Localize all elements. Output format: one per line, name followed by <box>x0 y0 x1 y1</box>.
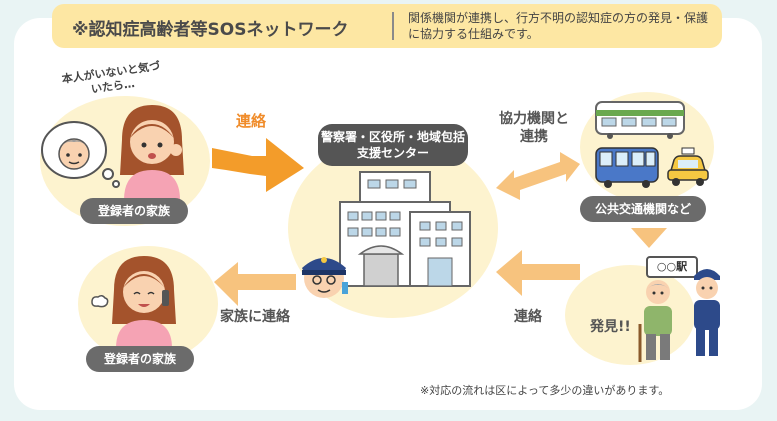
phone-woman-icon <box>112 256 176 348</box>
header-title: ※認知症高齢者等SOSネットワーク <box>72 20 349 40</box>
footnote: ※対応の流れは区によって多少の違いがあります。 <box>420 384 670 397</box>
station-staff-icon <box>694 269 720 356</box>
header-description: 関係機関が連携し、行方不明の認知症の方の発見・保護に協力する仕組みです。 <box>408 11 709 41</box>
train-icon <box>595 101 685 139</box>
worried-woman-icon <box>120 105 184 200</box>
arrow-transport-to-finder <box>631 228 667 248</box>
arrow-center-transport <box>496 152 580 200</box>
building-icon <box>339 171 471 287</box>
cooperation-label: 協力機関と連携 <box>499 111 569 145</box>
header-banner: ※認知症高齢者等SOSネットワーク 関係機関が連携し、行方不明の認知症の方の発見… <box>52 4 722 48</box>
sigh-icon <box>91 294 109 308</box>
police-officer-icon <box>302 257 348 298</box>
thought-bubble-icon <box>41 121 120 188</box>
contact-right-label: 連絡 <box>514 309 542 325</box>
elderly-man-icon <box>638 280 672 362</box>
arrow-center-to-family <box>214 262 296 306</box>
family-top-label: 登録者の家族 <box>80 198 188 224</box>
finder-label: 発見!! <box>590 319 631 335</box>
family-bottom-label: 登録者の家族 <box>86 346 194 372</box>
arrow-family-to-center <box>212 138 304 192</box>
center-label: 警察署・区役所・地域包括支援センター <box>318 124 468 166</box>
bus-icon <box>595 147 659 188</box>
contact-top-label: 連絡 <box>236 112 267 130</box>
contact-family-label: 家族に連絡 <box>220 309 290 325</box>
header-divider <box>392 12 394 40</box>
station-sign: ○○駅 <box>646 256 698 278</box>
finder-blob <box>565 265 695 365</box>
arrow-finder-to-center <box>496 250 580 296</box>
transport-label: 公共交通機関など <box>580 196 706 222</box>
taxi-icon <box>667 147 709 186</box>
